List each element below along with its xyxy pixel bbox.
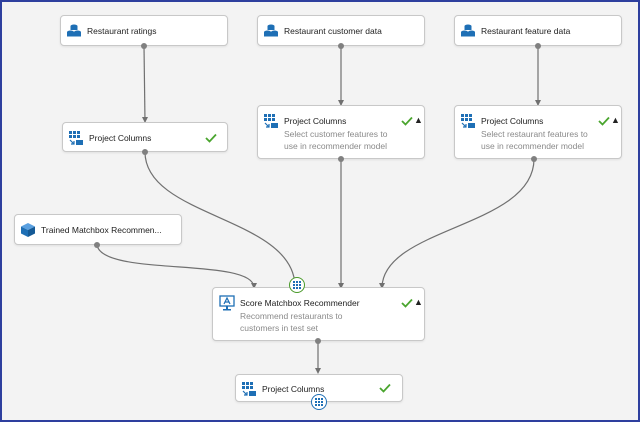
module-description: Recommend restaurants to <box>240 311 343 321</box>
output-port[interactable] <box>338 43 344 49</box>
project-columns-icon <box>69 131 83 145</box>
port-columns-icon <box>293 281 301 289</box>
module-project-columns-3[interactable]: Project Columns Select restaurant featur… <box>454 105 622 159</box>
collapse-caret-icon[interactable]: ▲ <box>611 115 620 125</box>
module-description: customers in test set <box>240 323 318 333</box>
dataset-icon <box>461 24 475 37</box>
module-project-columns-1[interactable]: Project Columns <box>62 122 228 152</box>
project-columns-icon <box>242 382 256 396</box>
output-port[interactable] <box>535 43 541 49</box>
check-icon <box>401 116 413 126</box>
wire-project1-to-score <box>144 151 296 286</box>
module-title: Score Matchbox Recommender <box>240 298 360 308</box>
module-title: Project Columns <box>284 116 347 126</box>
module-title: Restaurant feature data <box>481 26 571 36</box>
output-port[interactable] <box>94 242 100 248</box>
output-port[interactable] <box>338 156 344 162</box>
output-port[interactable] <box>315 338 321 344</box>
module-description: Select customer features to <box>284 129 388 139</box>
output-port[interactable] <box>531 156 537 162</box>
module-project-columns-2[interactable]: Project Columns Select customer features… <box>257 105 425 159</box>
module-description: Select restaurant features to <box>481 129 588 139</box>
module-title: Project Columns <box>481 116 544 126</box>
project-columns-icon <box>461 114 475 128</box>
wire-ratings-to-project1 <box>143 45 146 123</box>
collapse-caret-icon[interactable]: ▲ <box>414 297 423 307</box>
module-score-matchbox-recommender[interactable]: Score Matchbox Recommender Recommend res… <box>212 287 425 341</box>
check-icon <box>379 383 391 393</box>
dataset-icon <box>264 24 278 37</box>
module-title: Restaurant customer data <box>284 26 382 36</box>
module-restaurant-ratings[interactable]: Restaurant ratings <box>60 15 228 46</box>
module-title: Restaurant ratings <box>87 26 157 36</box>
check-icon <box>205 133 217 143</box>
check-icon <box>401 298 413 308</box>
module-title: Trained Matchbox Recommen... <box>41 225 162 235</box>
output-port[interactable] <box>142 149 148 155</box>
input-port-highlighted[interactable] <box>289 277 305 293</box>
module-title: Project Columns <box>262 384 325 394</box>
trained-model-icon <box>21 223 35 237</box>
module-description: use in recommender model <box>481 141 584 151</box>
wire-trained-to-score <box>96 244 255 288</box>
dataset-icon <box>67 24 81 37</box>
module-restaurant-customer-data[interactable]: Restaurant customer data <box>257 15 425 46</box>
module-restaurant-feature-data[interactable]: Restaurant feature data <box>454 15 622 46</box>
collapse-caret-icon[interactable]: ▲ <box>414 115 423 125</box>
score-icon <box>219 295 235 311</box>
project-columns-icon <box>264 114 278 128</box>
check-icon <box>598 116 610 126</box>
module-title: Project Columns <box>89 133 152 143</box>
module-trained-model[interactable]: Trained Matchbox Recommen... <box>14 214 182 245</box>
output-port[interactable] <box>141 43 147 49</box>
output-port-highlighted[interactable] <box>311 394 327 410</box>
wire-project3-to-score <box>381 158 535 288</box>
module-description: use in recommender model <box>284 141 387 151</box>
port-columns-icon <box>315 398 323 406</box>
